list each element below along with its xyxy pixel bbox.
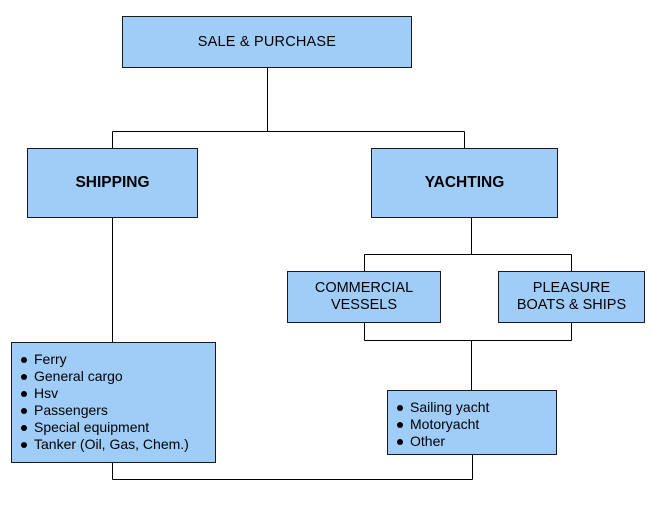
shipping-list-node: Ferry General cargo Hsv Passengers Speci… (11, 342, 216, 463)
list-item: General cargo (21, 368, 215, 385)
list-item: Ferry (21, 351, 215, 368)
list-item: Sailing yacht (397, 399, 556, 416)
shipping-node: SHIPPING (27, 148, 198, 218)
bullet-icon (21, 373, 27, 380)
list-item: Hsv (21, 385, 215, 402)
yachting-node: YACHTING (371, 148, 558, 218)
pleasure-label-line1: PLEASURE (532, 280, 611, 296)
commercial-label-line2: VESSELS (330, 297, 398, 313)
list-item: Other (397, 433, 556, 450)
bullet-icon (21, 390, 27, 397)
root-node: SALE & PURCHASE (122, 16, 412, 68)
pleasure-label-line2: BOATS & SHIPS (516, 297, 627, 313)
shipping-list: Ferry General cargo Hsv Passengers Speci… (21, 351, 215, 453)
bullet-icon (397, 404, 403, 411)
bullet-icon (397, 438, 403, 445)
shipping-label: SHIPPING (75, 174, 150, 191)
bullet-icon (21, 424, 27, 431)
yachting-list-node: Sailing yacht Motoryacht Other (387, 390, 557, 455)
list-item: Passengers (21, 402, 215, 419)
list-item: Tanker (Oil, Gas, Chem.) (21, 436, 215, 453)
commercial-label-line1: COMMERCIAL (314, 280, 414, 296)
bullet-icon (21, 407, 27, 414)
yachting-list: Sailing yacht Motoryacht Other (397, 399, 556, 450)
list-item: Special equipment (21, 419, 215, 436)
commercial-vessels-node: COMMERCIAL VESSELS (287, 271, 441, 323)
list-item: Motoryacht (397, 416, 556, 433)
bullet-icon (397, 421, 403, 428)
root-label: SALE & PURCHASE (197, 34, 337, 50)
yachting-label: YACHTING (424, 174, 505, 191)
bullet-icon (21, 441, 27, 448)
bullet-icon (21, 356, 27, 363)
pleasure-boats-node: PLEASURE BOATS & SHIPS (498, 271, 645, 323)
